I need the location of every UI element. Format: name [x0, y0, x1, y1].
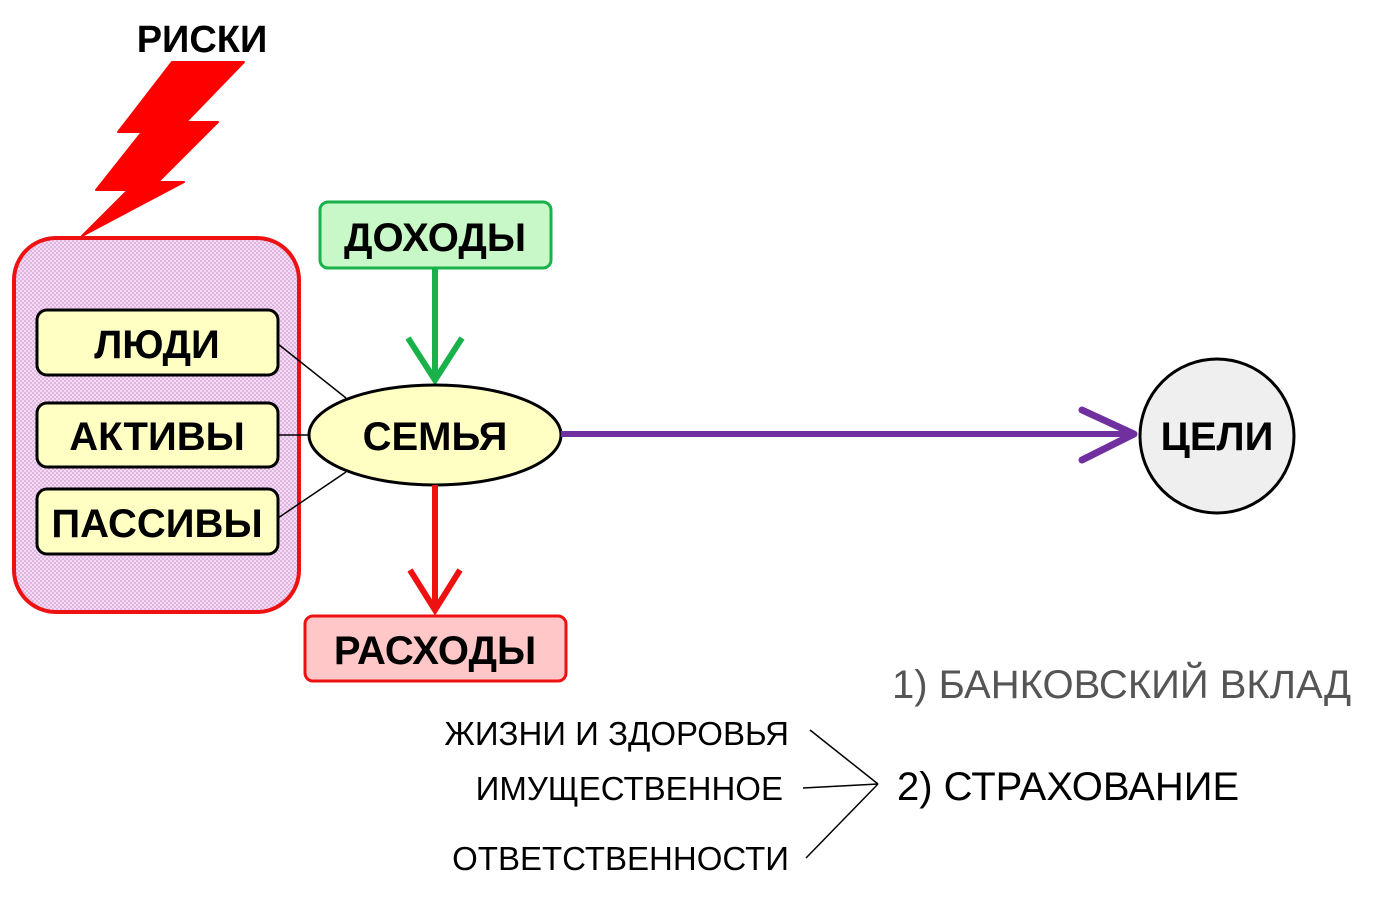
group-item-label: ЛЮДИ: [94, 323, 220, 367]
goals-node: ЦЕЛИ: [1138, 357, 1296, 515]
goals-label: ЦЕЛИ: [1161, 415, 1274, 459]
goals-arrow: [561, 406, 1138, 464]
insurance-type-property: ИМУЩЕСТВЕННОЕ: [476, 770, 783, 807]
group-connector-lines: [277, 343, 347, 519]
group-item-liabilities: ПАССИВЫ: [35, 487, 280, 556]
insurance-option: 2) СТРАХОВАНИЕ: [897, 765, 1239, 809]
family-label: СЕМЬЯ: [363, 415, 508, 459]
group-item-assets: АКТИВЫ: [35, 401, 280, 469]
lightning-icon: [81, 61, 245, 237]
income-label: ДОХОДЫ: [344, 216, 526, 260]
expenses-box: РАСХОДЫ: [303, 614, 568, 683]
expenses-arrow: [407, 485, 463, 616]
insurance-type-life: ЖИЗНИ И ЗДОРОВЬЯ: [444, 715, 789, 752]
group-item-label: ПАССИВЫ: [51, 502, 262, 546]
family-node: СЕМЬЯ: [307, 383, 563, 487]
expenses-label: РАСХОДЫ: [334, 629, 536, 673]
group-item-label: АКТИВЫ: [69, 415, 245, 459]
income-arrow: [405, 268, 465, 386]
bank-deposit-option: 1) БАНКОВСКИЙ ВКЛАД: [892, 661, 1351, 707]
insurance-type-liability: ОТВЕТСТВЕННОСТИ: [452, 840, 789, 877]
insurance-connector-lines: [802, 729, 879, 859]
risks-label: РИСКИ: [137, 19, 268, 61]
income-box: ДОХОДЫ: [318, 200, 553, 270]
group-item-people: ЛЮДИ: [35, 308, 280, 377]
